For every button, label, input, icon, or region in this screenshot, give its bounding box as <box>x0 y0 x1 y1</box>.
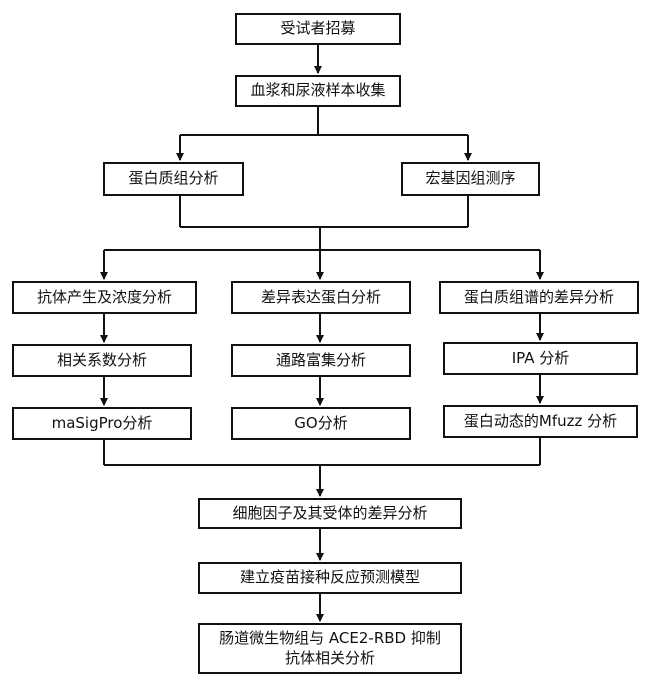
node-prediction-model: 建立疫苗接种反应预测模型 <box>198 562 462 594</box>
node-pathway: 通路富集分析 <box>231 344 411 377</box>
node-antibody-analysis-label: 抗体产生及浓度分析 <box>36 287 172 306</box>
node-correlation-label: 相关系数分析 <box>56 350 147 369</box>
node-metagenome-label: 宏基因组测序 <box>425 169 516 188</box>
node-mfuzz-label: 蛋白动态的Mfuzz 分析 <box>463 411 618 430</box>
node-profile-diff: 蛋白质组谱的差异分析 <box>439 281 639 314</box>
node-microbiome: 肠道微生物组与 ACE2-RBD 抑制 抗体相关分析 <box>198 623 462 674</box>
node-diff-protein: 差异表达蛋白分析 <box>231 281 411 314</box>
node-go: GO分析 <box>231 407 411 440</box>
node-ipa-label: IPA 分析 <box>511 348 570 367</box>
node-prediction-model-label: 建立疫苗接种反应预测模型 <box>239 568 420 587</box>
node-profile-diff-label: 蛋白质组谱的差异分析 <box>463 287 614 306</box>
node-proteomics-label: 蛋白质组分析 <box>128 169 219 188</box>
node-metagenome: 宏基因组测序 <box>401 162 540 196</box>
node-recruit: 受试者招募 <box>235 13 401 45</box>
node-microbiome-label-line1: 肠道微生物组与 ACE2-RBD 抑制 <box>219 629 441 647</box>
node-microbiome-label-line2: 抗体相关分析 <box>284 648 375 667</box>
node-sample-collection-label: 血浆和尿液样本收集 <box>250 81 386 100</box>
node-sample-collection: 血浆和尿液样本收集 <box>235 75 401 107</box>
node-go-label: GO分析 <box>294 413 348 432</box>
node-pathway-label: 通路富集分析 <box>275 350 366 369</box>
node-recruit-label: 受试者招募 <box>280 19 356 38</box>
node-antibody-analysis: 抗体产生及浓度分析 <box>12 281 197 314</box>
node-mfuzz: 蛋白动态的Mfuzz 分析 <box>443 405 638 438</box>
node-masigpro-label: maSigPro分析 <box>51 413 153 432</box>
node-cytokine-label: 细胞因子及其受体的差异分析 <box>232 503 428 522</box>
node-ipa: IPA 分析 <box>443 342 638 375</box>
node-proteomics: 蛋白质组分析 <box>103 162 244 196</box>
node-diff-protein-label: 差异表达蛋白分析 <box>260 287 381 306</box>
node-cytokine: 细胞因子及其受体的差异分析 <box>198 498 462 529</box>
node-correlation: 相关系数分析 <box>12 344 192 377</box>
node-masigpro: maSigPro分析 <box>12 407 192 440</box>
